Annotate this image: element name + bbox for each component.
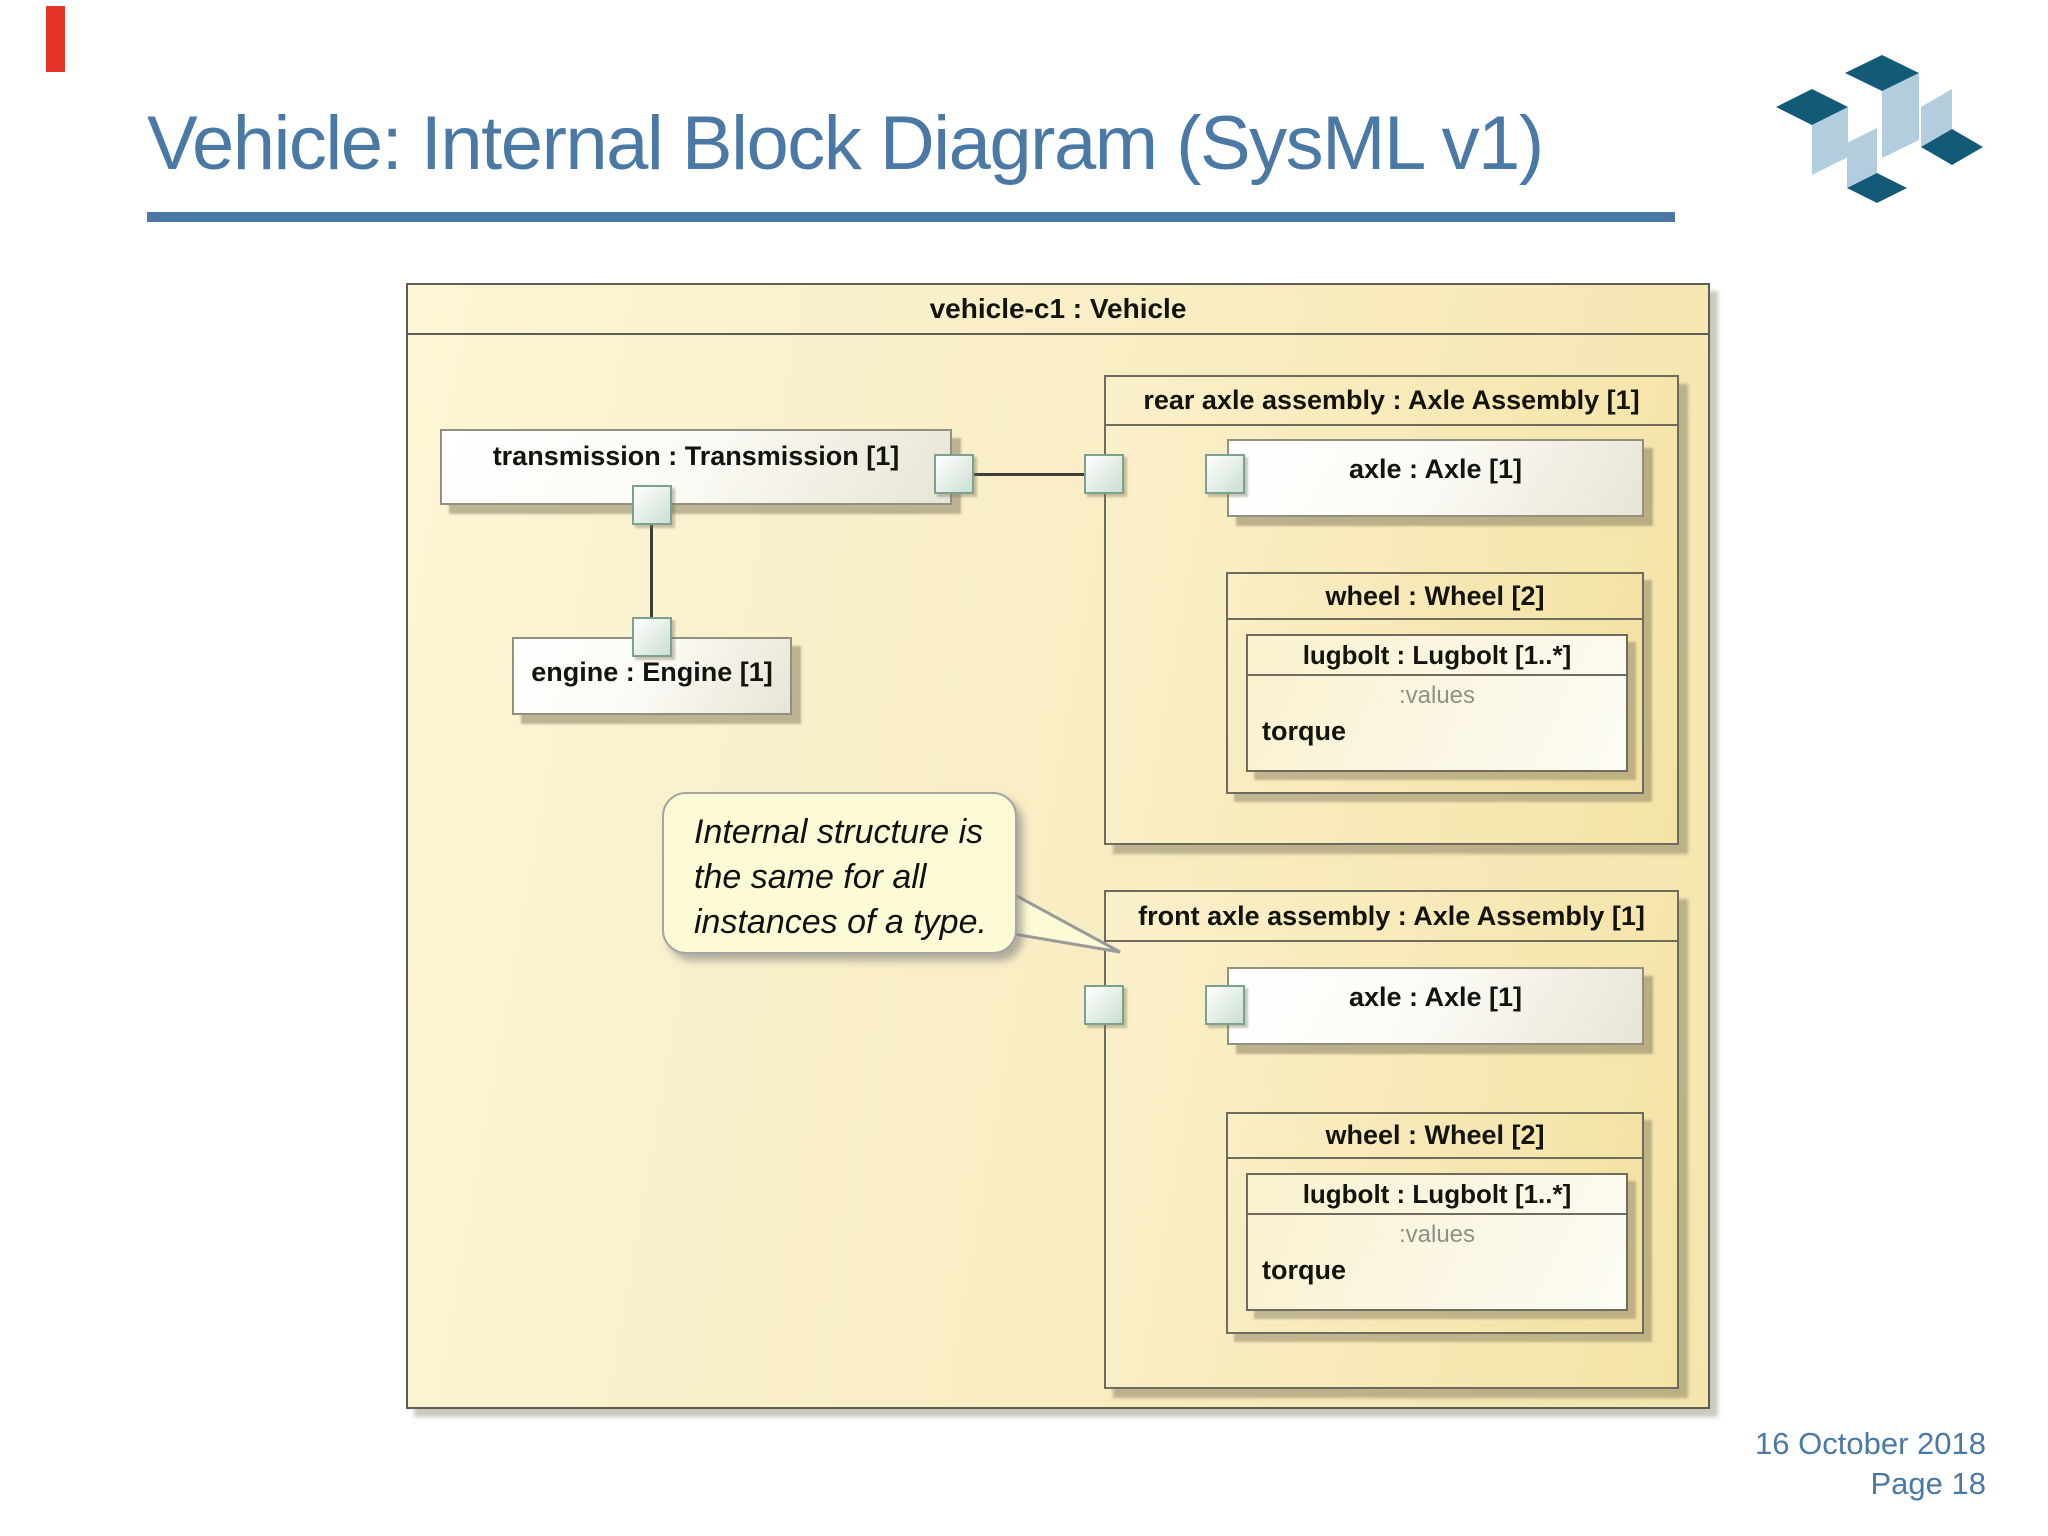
red-accent-bar	[46, 6, 65, 72]
values-compartment-label: :values	[1398, 1221, 1476, 1248]
block-lugbolt-rear: lugbolt : Lugbolt [1..*] :values torque	[1246, 634, 1628, 772]
cube-lattice-logo-icon	[1776, 55, 1983, 203]
block-lugbolt-front: lugbolt : Lugbolt [1..*] :values torque	[1246, 1173, 1628, 1311]
assembly-front-axle: front axle assembly : Axle Assembly [1] …	[1104, 890, 1679, 1389]
block-wheel-rear-label: wheel : Wheel [2]	[1228, 574, 1642, 620]
values-compartment-label: :values	[1398, 682, 1476, 709]
lugbolt-rear-values-compartment: :values torque	[1248, 676, 1626, 747]
block-engine-label: engine : Engine [1]	[531, 657, 773, 687]
callout-line: Internal structure is	[694, 813, 984, 851]
block-wheel-rear: wheel : Wheel [2] lugbolt : Lugbolt [1..…	[1226, 572, 1644, 794]
footer-date: 16 October 2018	[1755, 1426, 1986, 1461]
block-transmission-label: transmission : Transmission [1]	[492, 441, 900, 471]
block-axle-rear-label: axle : Axle [1]	[1348, 454, 1523, 484]
block-axle-front-label: axle : Axle [1]	[1348, 982, 1523, 1012]
footer-page: Page 18	[1870, 1466, 1987, 1501]
callout-tail	[1000, 885, 1121, 954]
port-transmission-right	[934, 454, 974, 494]
lugbolt-front-values-compartment: :values torque	[1248, 1215, 1626, 1286]
port-engine-top	[632, 617, 672, 657]
callout-line: the same for all	[694, 858, 927, 896]
slide-footer: 16 October 2018 Page 18	[1755, 1424, 1986, 1504]
title-underline	[147, 212, 1675, 222]
connector-transmission-engine	[650, 505, 653, 637]
port-rear-assembly-left	[1084, 454, 1124, 494]
port-front-axle-left	[1205, 985, 1245, 1025]
port-front-assembly-left	[1084, 985, 1124, 1025]
block-wheel-front: wheel : Wheel [2] lugbolt : Lugbolt [1..…	[1226, 1112, 1644, 1334]
port-rear-axle-left	[1205, 454, 1245, 494]
assembly-front-title: front axle assembly : Axle Assembly [1]	[1106, 892, 1677, 942]
callout-note: Internal structure is the same for all i…	[662, 792, 1017, 954]
callout-line: instances of a type.	[694, 903, 987, 941]
block-axle-rear: axle : Axle [1]	[1227, 439, 1644, 517]
value-torque: torque	[1262, 716, 1346, 746]
block-lugbolt-rear-label: lugbolt : Lugbolt [1..*]	[1248, 636, 1626, 676]
assembly-rear-axle: rear axle assembly : Axle Assembly [1] a…	[1104, 375, 1679, 845]
block-lugbolt-front-label: lugbolt : Lugbolt [1..*]	[1248, 1175, 1626, 1215]
block-wheel-front-label: wheel : Wheel [2]	[1228, 1114, 1642, 1159]
assembly-rear-title: rear axle assembly : Axle Assembly [1]	[1106, 377, 1677, 426]
frame-title: vehicle-c1 : Vehicle	[408, 285, 1708, 335]
port-transmission-bottom	[632, 485, 672, 525]
page-title: Vehicle: Internal Block Diagram (SysML v…	[147, 101, 1544, 186]
block-axle-front: axle : Axle [1]	[1227, 967, 1644, 1045]
ibd-frame: vehicle-c1 : Vehicle transmission : Tran…	[406, 283, 1710, 1409]
block-transmission: transmission : Transmission [1]	[440, 429, 952, 505]
value-torque: torque	[1262, 1255, 1346, 1285]
